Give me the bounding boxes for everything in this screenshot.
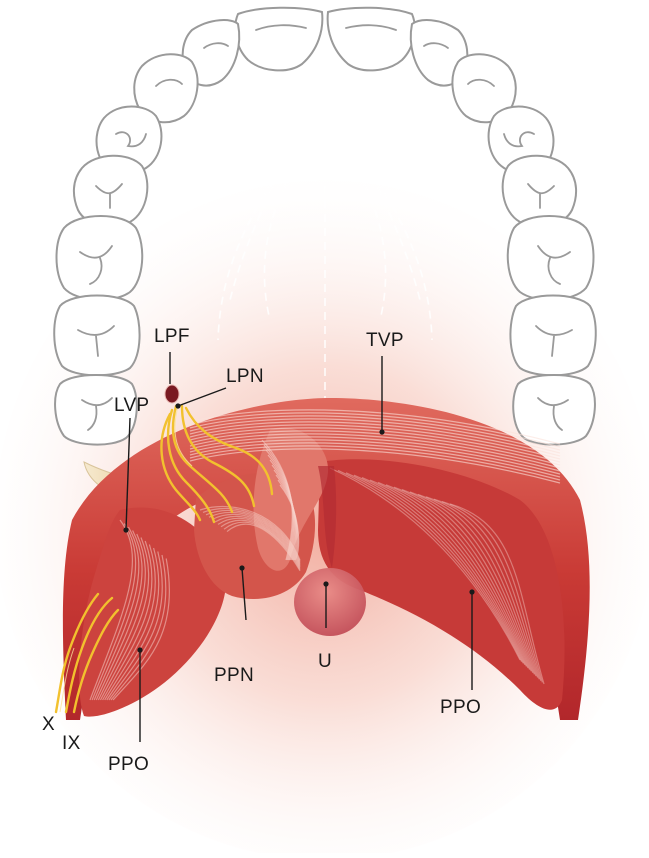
muscle-fibers <box>89 409 561 701</box>
uvula <box>294 568 366 636</box>
fiber-line <box>189 427 561 463</box>
tooth-fissures <box>77 24 573 431</box>
fiber-line <box>385 484 532 672</box>
fiber-line <box>189 442 561 478</box>
fiber-line <box>377 481 531 670</box>
fiber-line <box>189 430 561 466</box>
fiber-line <box>409 491 537 677</box>
fiber-line <box>104 544 156 701</box>
hard-palate-dashed-lines <box>217 60 433 400</box>
label-tvp: TVP <box>366 330 404 351</box>
label-ppn: PPN <box>214 665 254 686</box>
leader-dots <box>123 403 475 653</box>
ppo-right-muscle <box>318 459 565 710</box>
leader-lines <box>125 352 473 742</box>
fiber-line <box>401 489 535 675</box>
fiber-line <box>226 523 301 572</box>
fiber-line <box>345 472 524 664</box>
fiber-line <box>425 496 540 680</box>
fiber-line <box>214 515 301 567</box>
fiber-line <box>220 519 301 569</box>
tooth-incisor-left <box>234 6 324 72</box>
fiber-line <box>93 526 140 701</box>
fiber-line <box>189 433 561 469</box>
fiber-line <box>329 467 521 661</box>
fiber-line <box>189 439 561 475</box>
fiber-line <box>189 418 561 454</box>
fiber-line <box>189 445 561 481</box>
fiber-line <box>189 409 561 445</box>
lpf-foramen <box>164 384 180 404</box>
fiber-line <box>199 505 301 561</box>
fiber-line <box>106 547 160 701</box>
fiber-line <box>205 509 301 563</box>
fiber-line <box>369 479 529 669</box>
fiber-line <box>95 530 143 701</box>
tooth-canine-left <box>133 53 199 124</box>
fiber-line <box>279 484 300 561</box>
fiber-line <box>99 537 150 701</box>
fiber-line <box>110 554 167 701</box>
label-u: U <box>318 651 333 672</box>
ppo-left-muscle <box>79 507 227 717</box>
fiber-line <box>441 501 543 683</box>
tooth-premolar2-right <box>501 154 578 228</box>
fiber-line <box>89 519 133 701</box>
fiber-line <box>189 448 561 484</box>
label-lpn: LPN <box>226 366 264 387</box>
uvula-fold <box>318 466 337 568</box>
fiber-line <box>211 513 301 566</box>
fiber-line <box>97 533 146 701</box>
fiber-line <box>189 415 561 451</box>
fiber-line <box>449 503 545 685</box>
fiber-line <box>353 474 526 666</box>
fiber-line <box>208 511 301 564</box>
nerves <box>54 404 274 714</box>
fiber-line <box>223 521 301 570</box>
fiber-line <box>337 469 523 662</box>
fiber-line <box>361 477 527 667</box>
fiber-line <box>91 523 137 701</box>
fiber-line <box>417 493 539 678</box>
label-lpf: LPF <box>154 326 190 347</box>
tooth-incisor-right <box>326 6 416 72</box>
fiber-line <box>217 517 301 568</box>
fiber-line <box>189 424 561 460</box>
fiber-line <box>102 540 153 701</box>
dental-arch <box>53 6 597 446</box>
label-lvp: LVP <box>114 395 150 416</box>
fiber-line <box>393 486 534 674</box>
label-ppo-right: PPO <box>440 697 482 718</box>
label-ppo-left: PPO <box>108 754 150 775</box>
nerve-fill <box>59 405 193 713</box>
fiber-line <box>108 551 163 701</box>
fiber-line <box>189 412 561 448</box>
fiber-line <box>202 507 301 562</box>
fiber-line <box>433 498 542 681</box>
label-ix: IX <box>62 733 81 754</box>
fiber-line <box>112 558 171 701</box>
label-x: X <box>42 714 55 735</box>
fiber-line <box>189 421 561 457</box>
